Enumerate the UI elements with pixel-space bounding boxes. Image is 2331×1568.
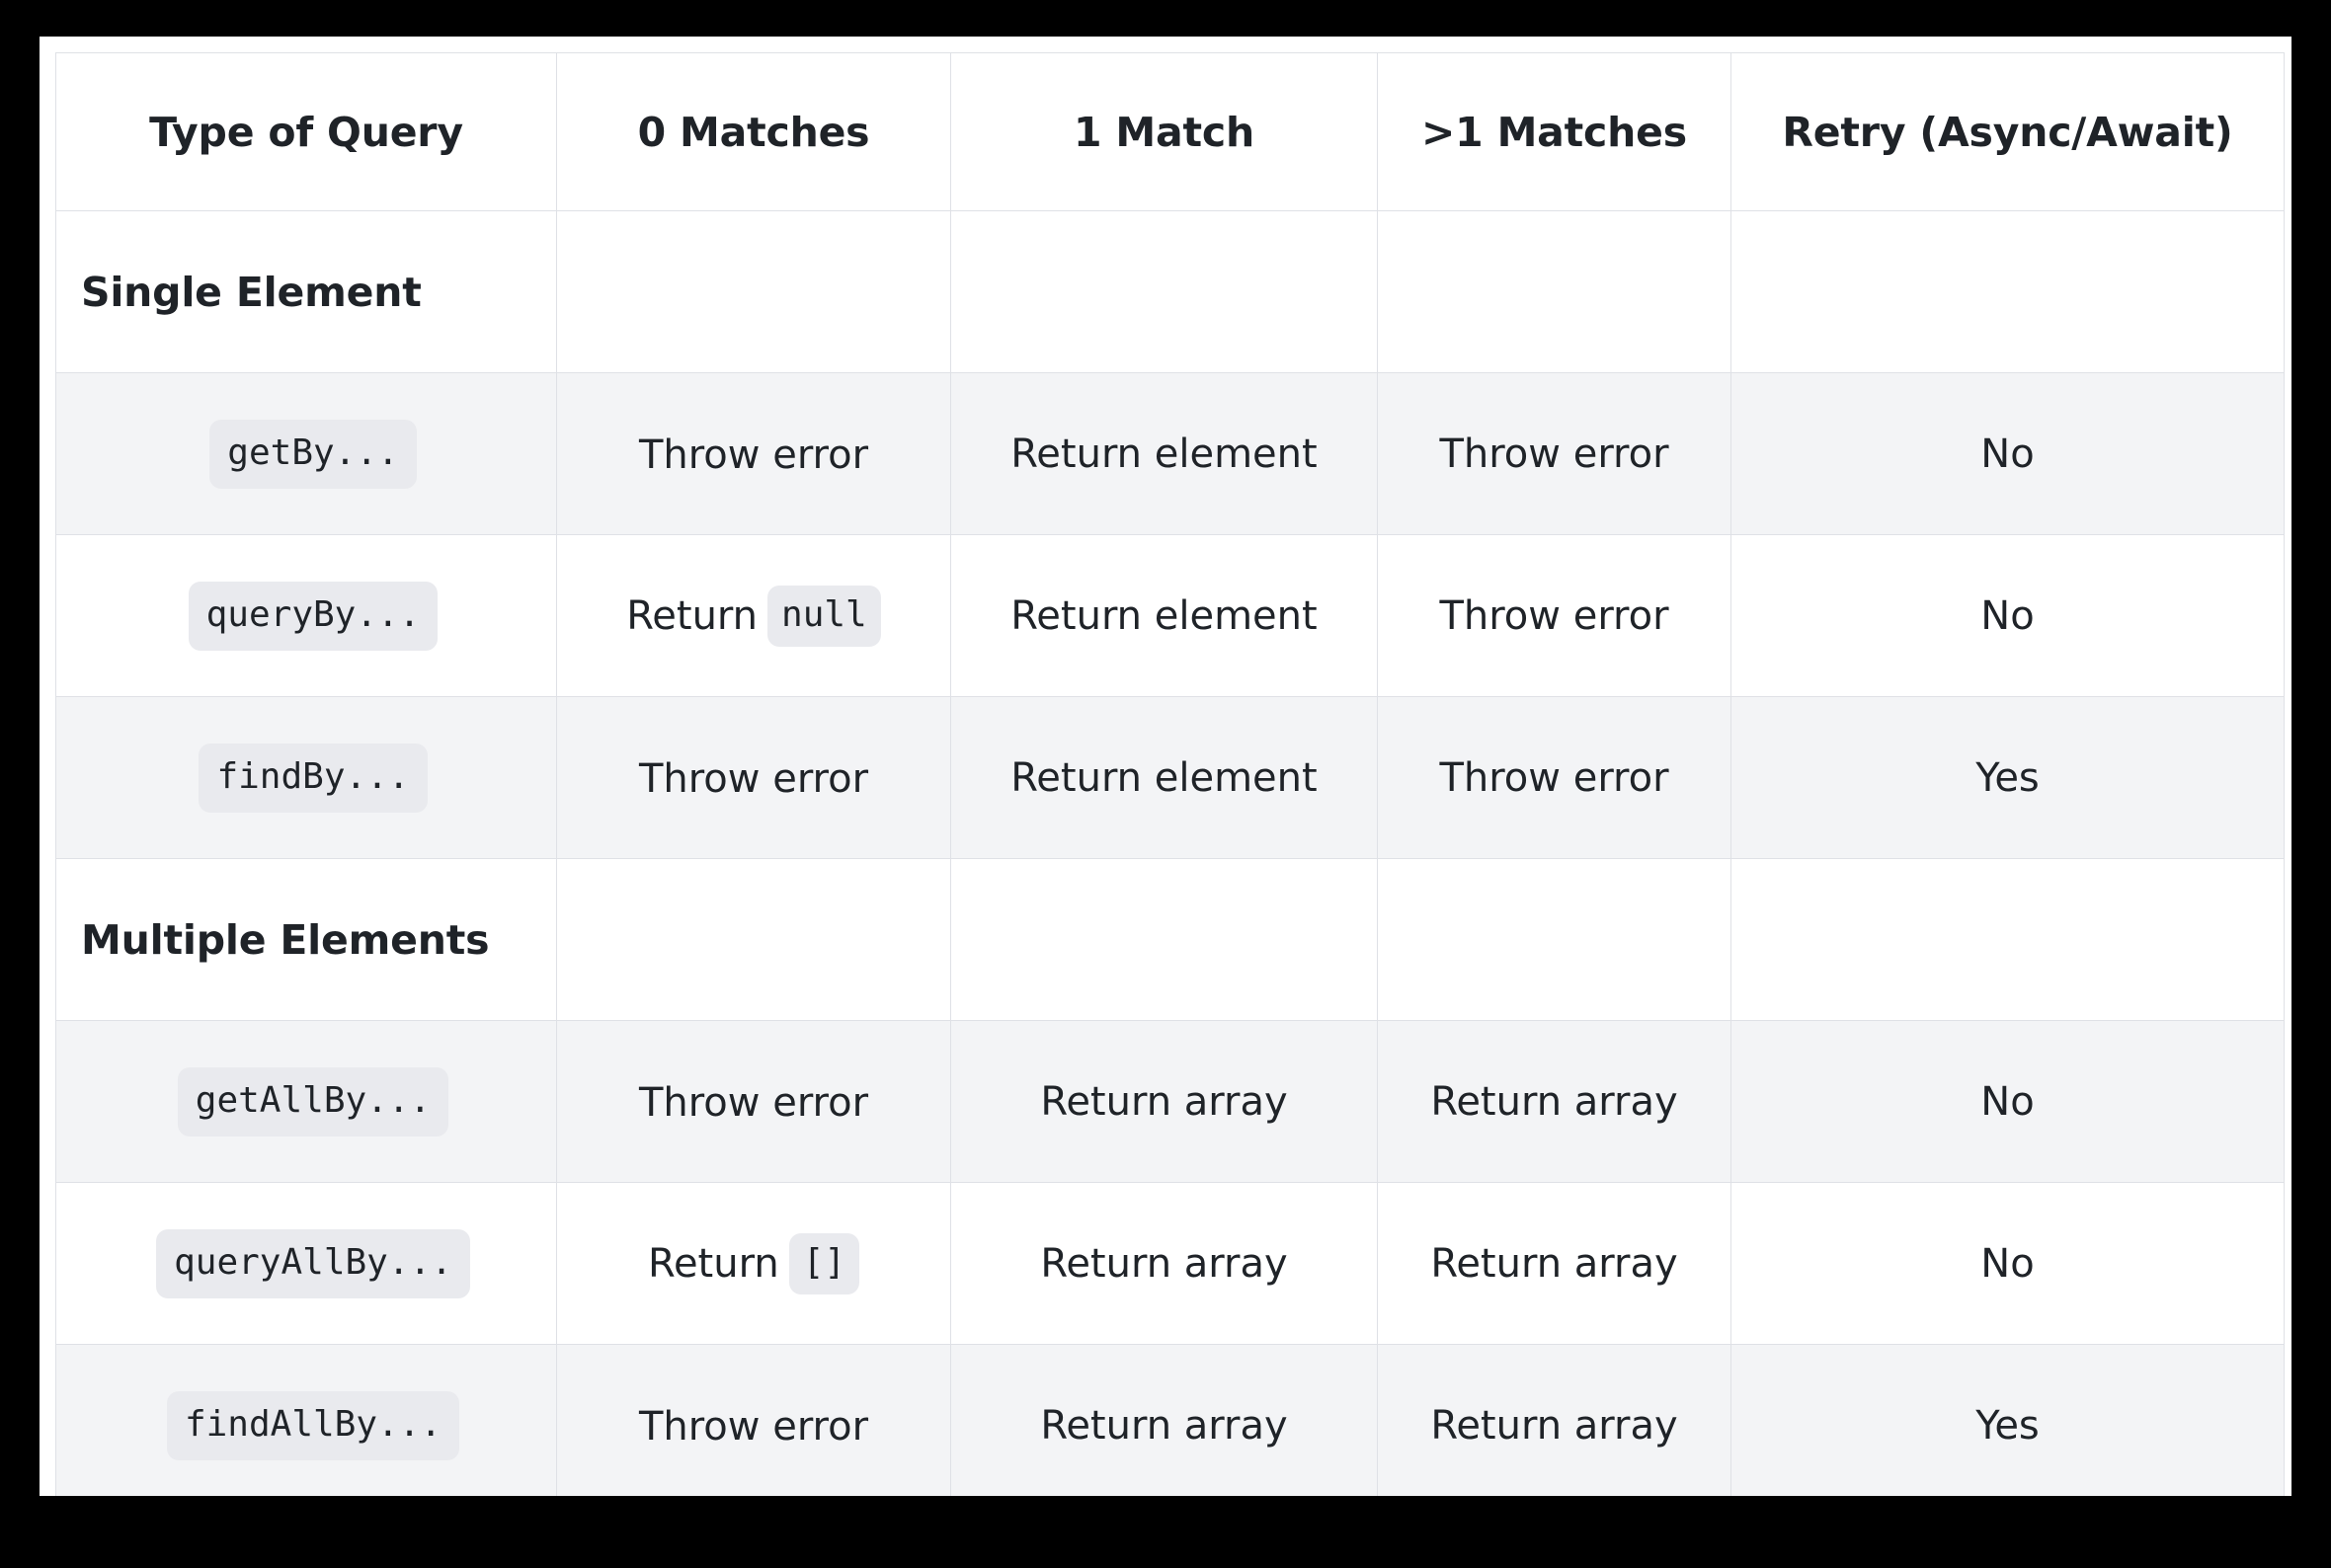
- section-label-single-element: Single Element: [81, 268, 422, 316]
- section-header-row-multiple-elements: Multiple Elements: [55, 858, 2285, 1021]
- zero-matches-text: Throw error: [638, 1079, 869, 1126]
- query-code-chip: queryBy...: [188, 581, 439, 651]
- zero-matches-cell: Return[]: [556, 1182, 951, 1345]
- section-empty-cell-many-matches: [1377, 210, 1731, 373]
- table-body: Single Element getBy... Throw error Retu…: [55, 210, 2285, 1496]
- many-matches-cell: Return array: [1377, 1182, 1731, 1345]
- table-row: findBy... Throw error Return element Thr…: [55, 696, 2285, 859]
- section-header-row-single-element: Single Element: [55, 210, 2285, 373]
- table-row: findAllBy... Throw error Return array Re…: [55, 1344, 2285, 1496]
- many-matches-cell: Return array: [1377, 1020, 1731, 1183]
- zero-matches-text: Return: [626, 592, 759, 639]
- column-header-0-matches: 0 Matches: [556, 52, 951, 211]
- column-header-type-of-query: Type of Query: [55, 52, 557, 211]
- retry-cell: Yes: [1730, 1344, 2285, 1496]
- query-name-cell: findBy...: [55, 696, 557, 859]
- column-header-more-than-1-matches: >1 Matches: [1377, 52, 1731, 211]
- one-match-cell: Return element: [950, 696, 1378, 859]
- section-empty-cell-1-match: [950, 210, 1378, 373]
- table-row: queryAllBy... Return[] Return array Retu…: [55, 1182, 2285, 1345]
- query-code-chip: queryAllBy...: [156, 1228, 470, 1298]
- zero-matches-cell: Throw error: [556, 372, 951, 535]
- zero-matches-cell: Throw error: [556, 696, 951, 859]
- zero-matches-text: Return: [647, 1240, 779, 1287]
- section-label-cell: Single Element: [55, 210, 557, 373]
- query-code-chip: findAllBy...: [166, 1390, 460, 1460]
- retry-cell: No: [1730, 534, 2285, 697]
- zero-matches-text: Throw error: [638, 1403, 869, 1450]
- zero-matches-cell: Throw error: [556, 1020, 951, 1183]
- zero-matches-cell: Throw error: [556, 1344, 951, 1496]
- table-row: getAllBy... Throw error Return array Ret…: [55, 1020, 2285, 1183]
- section-empty-cell-1-match: [950, 858, 1378, 1021]
- query-comparison-table: Type of Query 0 Matches 1 Match >1 Match…: [55, 52, 2285, 1496]
- section-empty-cell-retry: [1730, 210, 2285, 373]
- many-matches-cell: Throw error: [1377, 696, 1731, 859]
- retry-cell: No: [1730, 372, 2285, 535]
- retry-cell: Yes: [1730, 696, 2285, 859]
- query-name-cell: queryBy...: [55, 534, 557, 697]
- query-name-cell: queryAllBy...: [55, 1182, 557, 1345]
- query-code-chip: getAllBy...: [177, 1066, 449, 1137]
- zero-matches-text: Throw error: [638, 431, 869, 478]
- section-empty-cell-0-matches: [556, 210, 951, 373]
- column-header-1-match: 1 Match: [950, 52, 1378, 211]
- section-empty-cell-0-matches: [556, 858, 951, 1021]
- query-name-cell: getAllBy...: [55, 1020, 557, 1183]
- one-match-cell: Return array: [950, 1182, 1378, 1345]
- query-code-chip: findBy...: [199, 743, 428, 813]
- many-matches-cell: Throw error: [1377, 372, 1731, 535]
- query-code-chip: getBy...: [209, 419, 417, 489]
- section-label-multiple-elements: Multiple Elements: [81, 915, 490, 964]
- retry-cell: No: [1730, 1020, 2285, 1183]
- many-matches-cell: Return array: [1377, 1344, 1731, 1496]
- zero-matches-code-chip: []: [788, 1232, 860, 1294]
- section-empty-cell-many-matches: [1377, 858, 1731, 1021]
- section-label-cell: Multiple Elements: [55, 858, 557, 1021]
- one-match-cell: Return array: [950, 1020, 1378, 1183]
- one-match-cell: Return element: [950, 534, 1378, 697]
- table-row: getBy... Throw error Return element Thro…: [55, 372, 2285, 535]
- zero-matches-code-chip: null: [767, 585, 881, 647]
- zero-matches-text: Throw error: [638, 755, 869, 802]
- one-match-cell: Return array: [950, 1344, 1378, 1496]
- section-empty-cell-retry: [1730, 858, 2285, 1021]
- one-match-cell: Return element: [950, 372, 1378, 535]
- table-header-row: Type of Query 0 Matches 1 Match >1 Match…: [55, 52, 2285, 211]
- table-header: Type of Query 0 Matches 1 Match >1 Match…: [55, 52, 2285, 211]
- column-header-retry-async-await: Retry (Async/Await): [1730, 52, 2285, 211]
- many-matches-cell: Throw error: [1377, 534, 1731, 697]
- retry-cell: No: [1730, 1182, 2285, 1345]
- query-name-cell: findAllBy...: [55, 1344, 557, 1496]
- document-page: Type of Query 0 Matches 1 Match >1 Match…: [40, 37, 2291, 1496]
- query-name-cell: getBy...: [55, 372, 557, 535]
